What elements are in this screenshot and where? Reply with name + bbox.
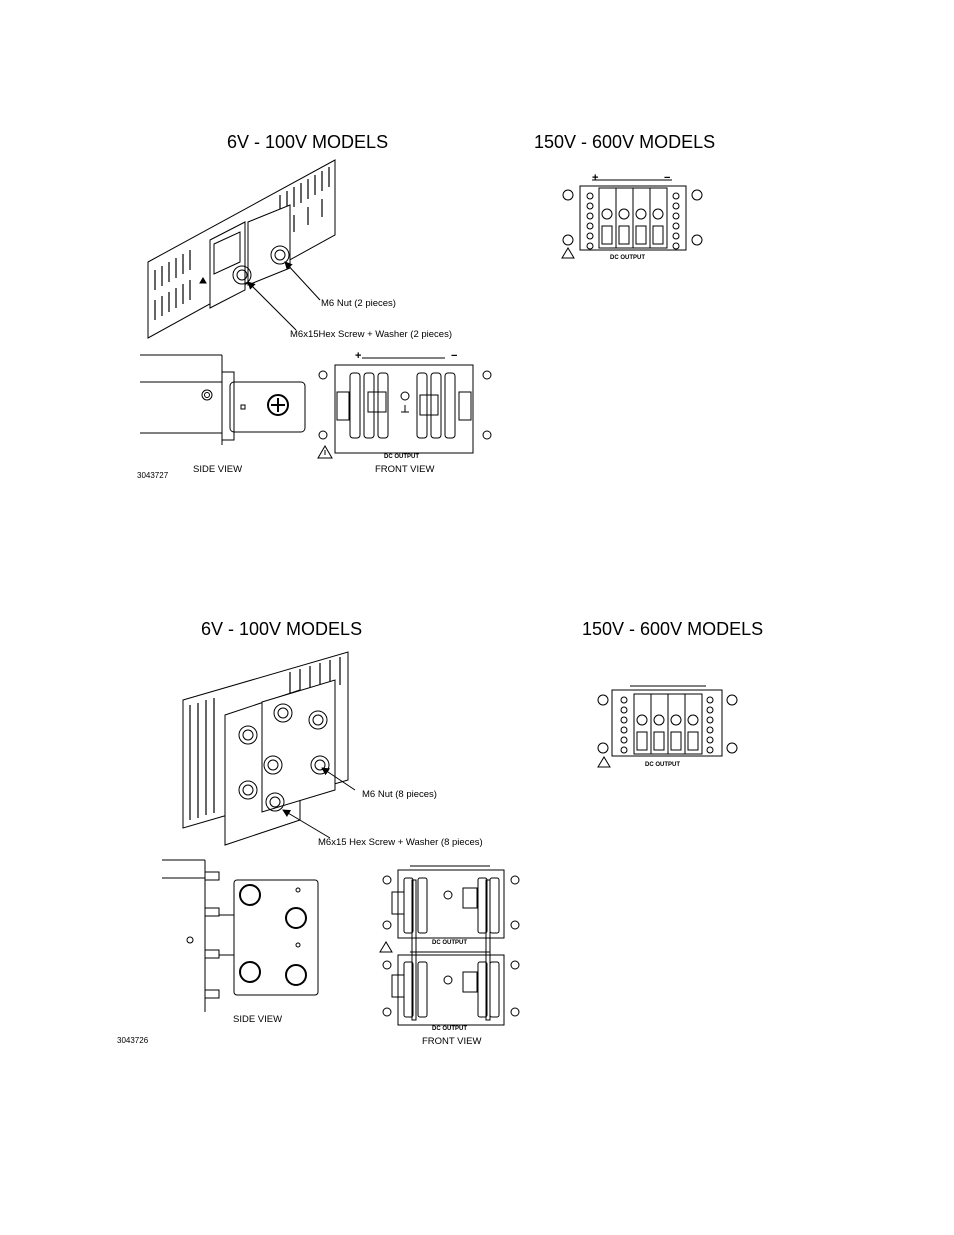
bottom-right-dc-output: DC OUTPUT — [645, 762, 680, 768]
top-right-minus-symbol: − — [664, 172, 671, 184]
bottom-callout-screw: M6x15 Hex Screw + Washer (8 pieces) — [318, 837, 483, 848]
top-front-view-label: FRONT VIEW — [375, 464, 435, 475]
bottom-front-view-drawing — [379, 865, 520, 1026]
bottom-heading-150v-600v: 150V - 600V MODELS — [582, 619, 764, 639]
bottom-callout-nut: M6 Nut (8 pieces) — [362, 789, 437, 800]
top-iso-chassis — [147, 159, 336, 339]
bottom-front-view-label: FRONT VIEW — [422, 1036, 482, 1047]
bottom-right-front-drawing — [597, 685, 738, 768]
bottom-iso-chassis — [182, 651, 349, 846]
top-side-view-drawing — [140, 354, 306, 445]
top-right-front-drawing — [561, 179, 703, 259]
top-plus-symbol: + — [355, 350, 362, 362]
bottom-side-view-drawing — [162, 859, 319, 1012]
top-side-view-label: SIDE VIEW — [193, 464, 243, 475]
top-front-view-drawing — [317, 357, 492, 459]
top-callout-screw: M6x15Hex Screw + Washer (2 pieces) — [290, 329, 452, 340]
top-front-dc-output: DC OUTPUT — [384, 454, 419, 460]
top-callout-nut: M6 Nut (2 pieces) — [321, 298, 396, 309]
top-heading-150v-600v: 150V - 600V MODELS — [534, 132, 716, 152]
bottom-front-dc-output-b: DC OUTPUT — [432, 1026, 467, 1032]
bottom-side-view-label: SIDE VIEW — [233, 1014, 283, 1025]
top-figure-code: 3043727 — [137, 471, 169, 480]
top-minus-symbol: − — [451, 350, 458, 362]
bottom-front-dc-output-a: DC OUTPUT — [432, 940, 467, 946]
top-right-plus-symbol: + — [592, 172, 599, 184]
top-heading-6v-100v: 6V - 100V MODELS — [227, 132, 389, 152]
bottom-heading-6v-100v: 6V - 100V MODELS — [201, 619, 363, 639]
top-right-dc-output: DC OUTPUT — [610, 255, 645, 261]
bottom-figure-code: 3043726 — [117, 1036, 149, 1045]
